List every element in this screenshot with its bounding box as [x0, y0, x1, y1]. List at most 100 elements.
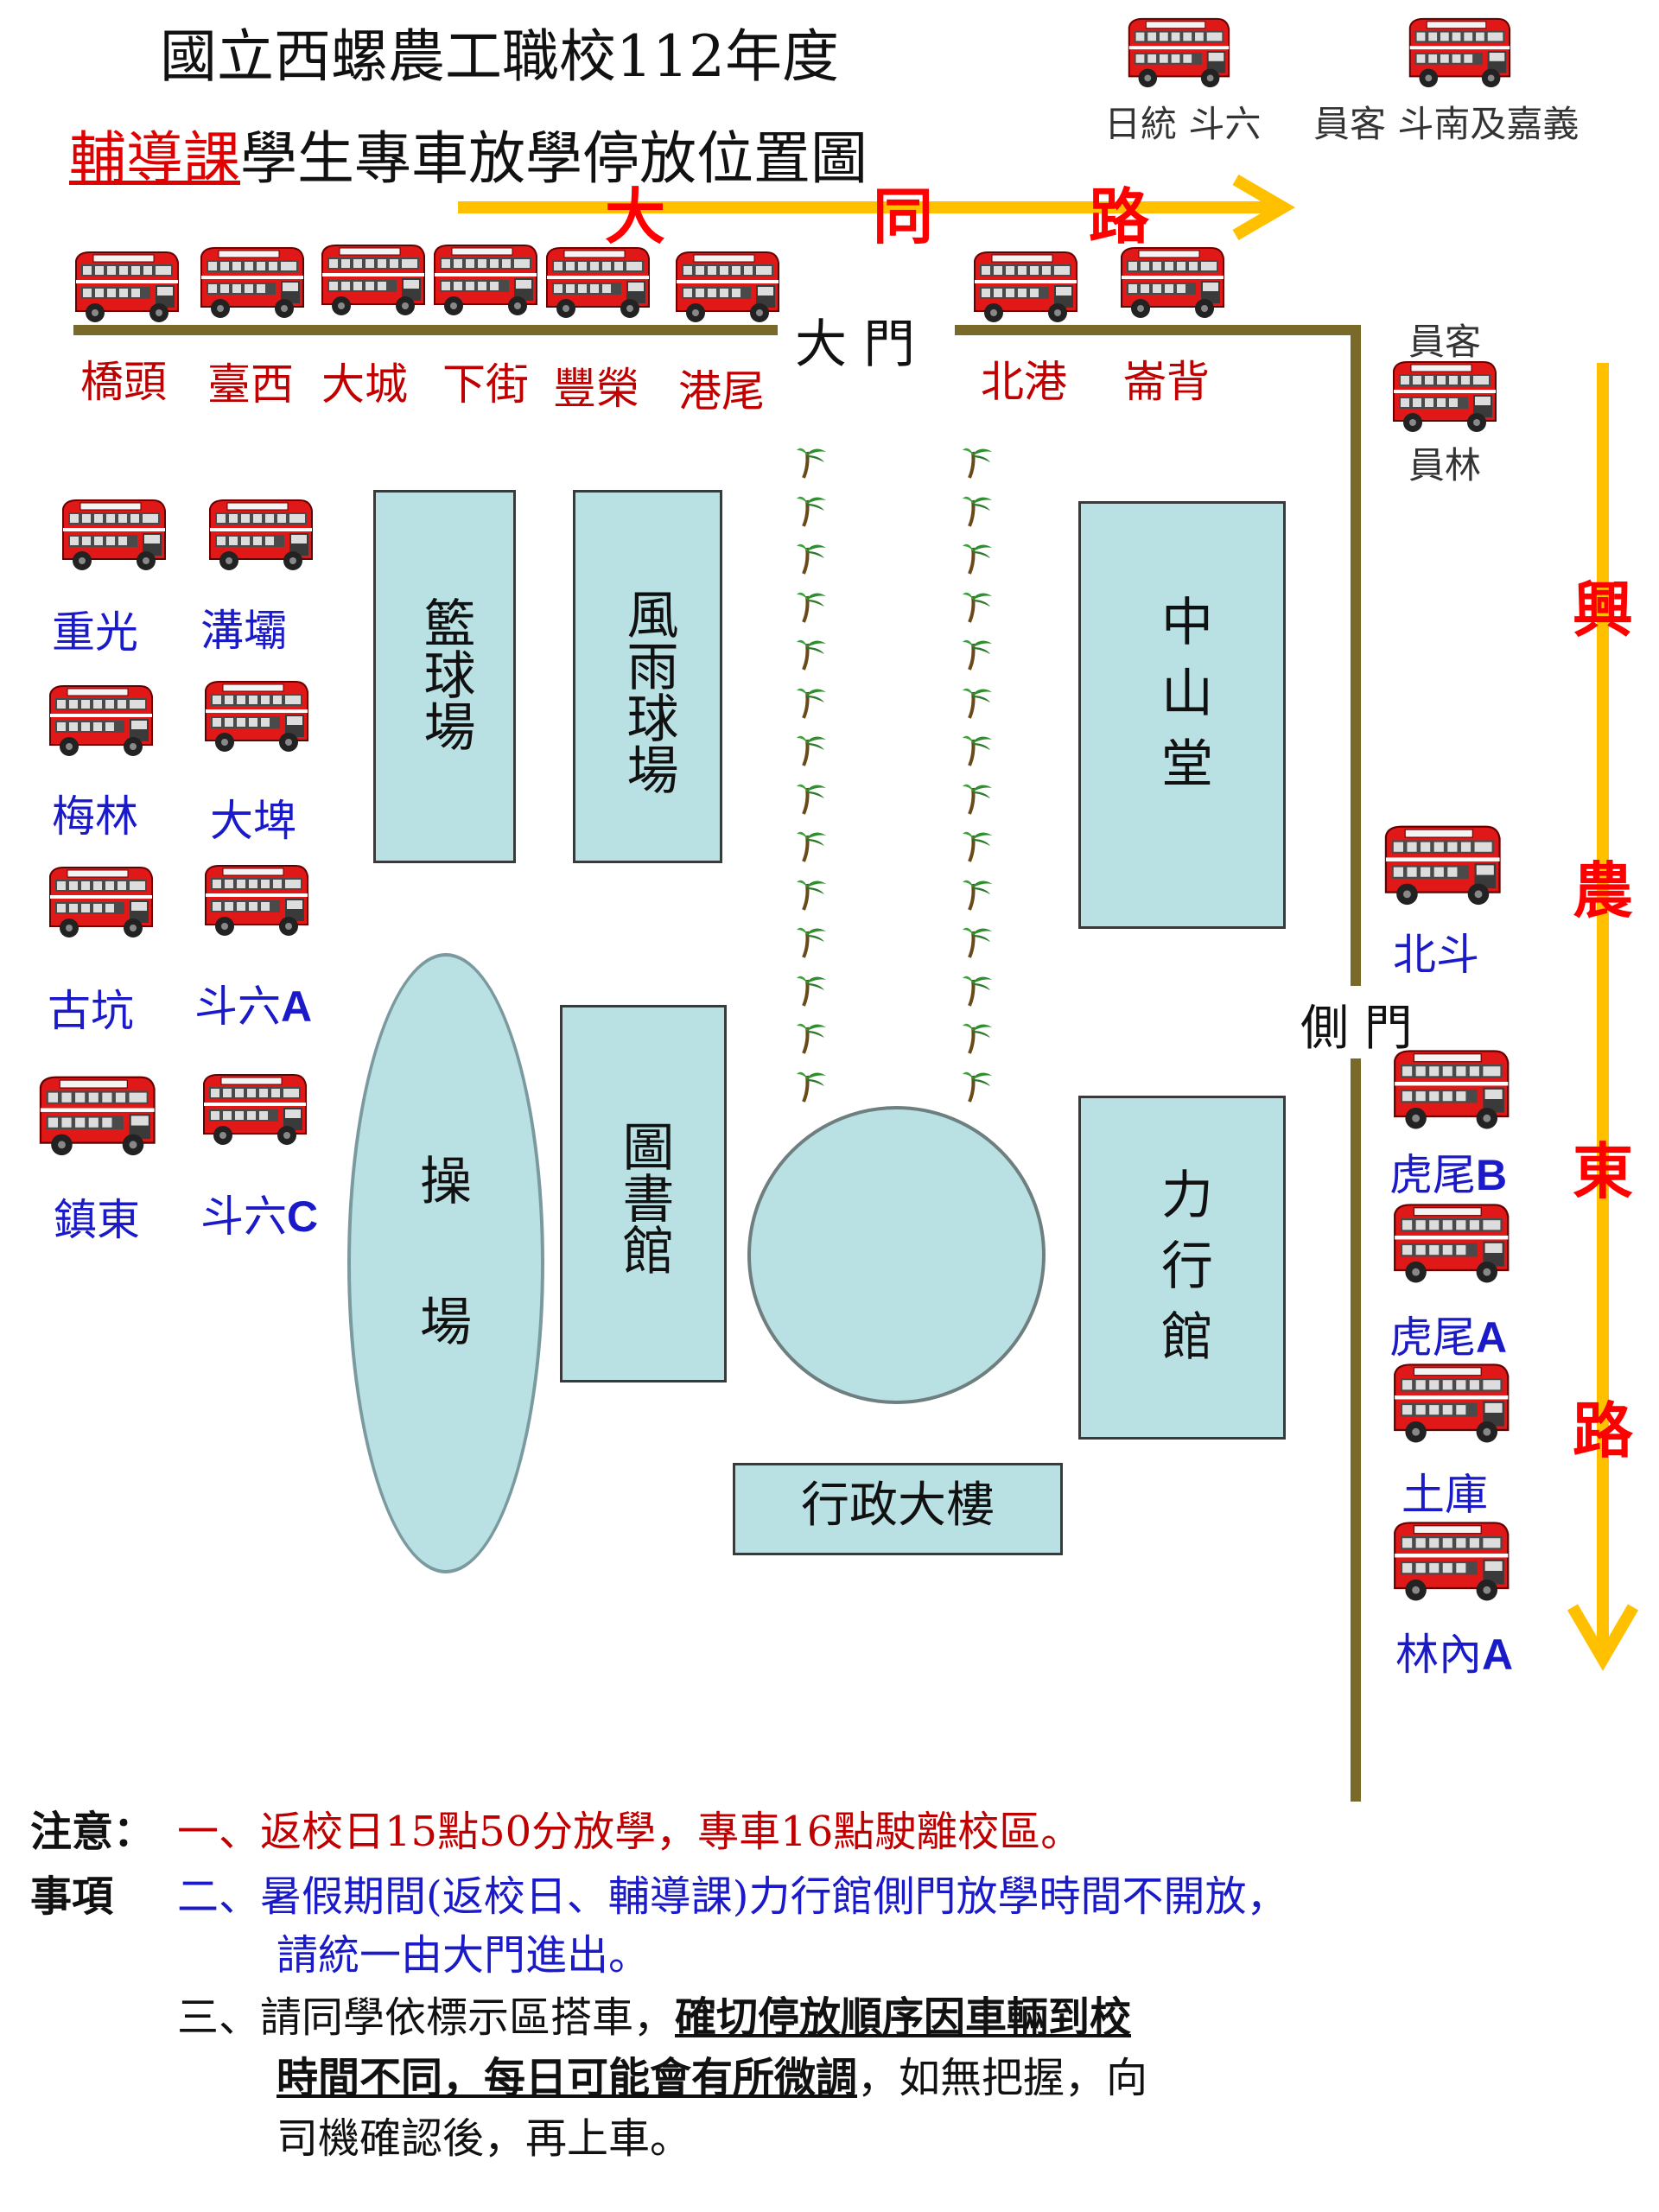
- roundabout: [747, 1106, 1046, 1404]
- bus-icon-gukeng: [43, 864, 156, 942]
- note-item-3-line3: 司機確認後，再上車。: [276, 2114, 692, 2163]
- note-item-2a: 二、暑假期間(返校日、輔導課)力行館側門放學時間不開放，: [177, 1872, 1288, 1921]
- legend-bus-label-2: 員客 斗南及嘉義: [1313, 103, 1580, 145]
- stop-label-gangwei: 港尾: [678, 366, 765, 416]
- map-title-line1: 國立西螺農工職校112年度: [160, 23, 839, 90]
- bus-icon-chongguang: [56, 497, 168, 575]
- basketball-court-label: 籃球場: [415, 596, 475, 752]
- palm-tree-icon: [793, 827, 831, 865]
- main-gate-label: 大 門: [795, 315, 916, 375]
- library-label: 圖書館: [613, 1120, 674, 1275]
- datong-road-char-1: 大: [605, 181, 665, 252]
- library: 圖書館: [560, 1005, 727, 1382]
- note-item-1: 一、返校日15點50分放學，專車16點駛離校區。: [177, 1808, 1083, 1856]
- stop-label-zhendong: 鎮東: [54, 1195, 140, 1245]
- side-gate-label: 側 門: [1300, 1001, 1413, 1057]
- note-item-3-line2: 時間不同，每日可能會有所微調，如無把握，向: [276, 2054, 1148, 2102]
- bus-icon-zhendong: [33, 1071, 158, 1162]
- bus-icon-douliu-a: [199, 862, 311, 940]
- east-wall-upper: [1351, 325, 1361, 986]
- admin-building-label: 行政大樓: [801, 1478, 995, 1534]
- stop-label-huwei-a: 虎尾A: [1389, 1313, 1508, 1363]
- palm-tree-icon: [793, 1067, 831, 1105]
- bus-icon-huwei-a: [1387, 1201, 1512, 1287]
- lixing-hall: 力行館: [1078, 1096, 1286, 1440]
- bus-icon-lunbei: [1115, 245, 1227, 322]
- datong-road-char-2: 同: [873, 181, 933, 252]
- stop-label-meilin: 梅林: [52, 791, 138, 842]
- bus-icon-tuku: [1387, 1361, 1512, 1447]
- palm-tree-icon: [793, 492, 831, 530]
- bus-icon-dapi: [199, 678, 311, 756]
- stop-label-tuku: 土庫: [1402, 1470, 1488, 1520]
- stop-label-goubei: 溝壩: [200, 606, 287, 656]
- xingnong-road-arrow: [1567, 363, 1639, 1671]
- stop-label-beidou: 北斗: [1393, 930, 1479, 980]
- sports-field: 操場: [347, 953, 544, 1573]
- bus-icon-qiaotou: [69, 249, 181, 327]
- bus-icon-fengrong: [540, 245, 652, 322]
- palm-tree-icon: [793, 1019, 831, 1057]
- lixing-hall-label: 力行館: [1152, 1167, 1213, 1380]
- palm-tree-icon: [959, 971, 997, 1009]
- sports-field-label-1: 操場: [351, 1155, 541, 1351]
- palm-tree-icon: [959, 539, 997, 577]
- stop-label-qiaotou: 橋頭: [80, 357, 167, 407]
- admin-building: 行政大樓: [733, 1463, 1063, 1555]
- palm-tree-icon: [793, 779, 831, 817]
- palm-tree-icon: [793, 635, 831, 673]
- stop-label-lunbei: 崙背: [1123, 357, 1210, 407]
- stop-label-beigang: 北港: [981, 357, 1067, 407]
- xingnong-road-char-2: 農: [1573, 855, 1633, 926]
- palm-tree-icon: [959, 779, 997, 817]
- palm-tree-icon: [959, 492, 997, 530]
- sports-field-char: 場: [420, 1293, 472, 1353]
- bus-icon-goubei: [203, 497, 315, 575]
- palm-tree-icon: [959, 635, 997, 673]
- bus-icon-meilin: [43, 683, 156, 760]
- palm-tree-icon: [959, 683, 997, 721]
- notes-label-2: 事項: [30, 1872, 114, 1921]
- datong-road-char-3: 路: [1089, 181, 1149, 252]
- palm-tree-icon: [793, 971, 831, 1009]
- stop-label-dapi: 大埤: [210, 796, 296, 846]
- stop-label-fengrong: 豐榮: [553, 364, 639, 414]
- palm-tree-icon: [959, 1019, 997, 1057]
- notes-label-1: 注意：: [30, 1808, 156, 1856]
- stop-label-xiajie: 下街: [442, 359, 529, 410]
- zhongshan-hall-label: 中山堂: [1152, 594, 1213, 807]
- bus-icon-gangwei: [670, 249, 782, 327]
- stop-label-douliu-c: 斗六C: [200, 1192, 319, 1242]
- palm-tree-icon: [959, 1067, 997, 1105]
- stop-label-chongguang: 重光: [52, 607, 138, 658]
- title-rest: 學生專車放學停放位置圖: [240, 125, 868, 192]
- bus-icon-dacheng: [315, 242, 428, 320]
- bus-icon-beidou: [1378, 821, 1503, 912]
- stop-label-linnei-a: 林內A: [1395, 1630, 1514, 1680]
- bus-icon-linnei-a: [1387, 1519, 1512, 1605]
- zhongshan-hall: 中山堂: [1078, 501, 1286, 929]
- bus-icon-beigang: [968, 249, 1080, 327]
- palm-tree-icon: [793, 923, 831, 961]
- palm-tree-icon: [793, 683, 831, 721]
- sports-field-char: 操: [420, 1152, 472, 1212]
- stop-label-gukeng: 古坑: [48, 986, 134, 1036]
- bus-icon-douliu-c: [197, 1071, 309, 1149]
- stop-label-douliu-a: 斗六A: [194, 982, 313, 1032]
- xingnong-road-char-4: 路: [1573, 1395, 1633, 1466]
- north-wall-east: [955, 325, 1361, 335]
- basketball-court: 籃球場: [373, 490, 516, 863]
- palm-tree-icon: [959, 443, 997, 481]
- map-title-line2: 輔導課學生專車放學停放位置圖: [69, 112, 868, 195]
- palm-tree-icon: [793, 443, 831, 481]
- palm-tree-icon: [793, 539, 831, 577]
- yuanlin-label: 員林: [1408, 444, 1482, 486]
- rain-court: 風雨球場: [573, 490, 722, 863]
- east-wall-lower: [1351, 1058, 1361, 1802]
- palm-tree-icon: [959, 875, 997, 913]
- rain-court-label: 風雨球場: [618, 588, 678, 795]
- bus-icon-huwei-b: [1387, 1047, 1512, 1134]
- datong-road-arrow: [458, 174, 1295, 241]
- bus-icon-xiajie: [428, 242, 540, 320]
- yuanke-label: 員客: [1408, 321, 1482, 363]
